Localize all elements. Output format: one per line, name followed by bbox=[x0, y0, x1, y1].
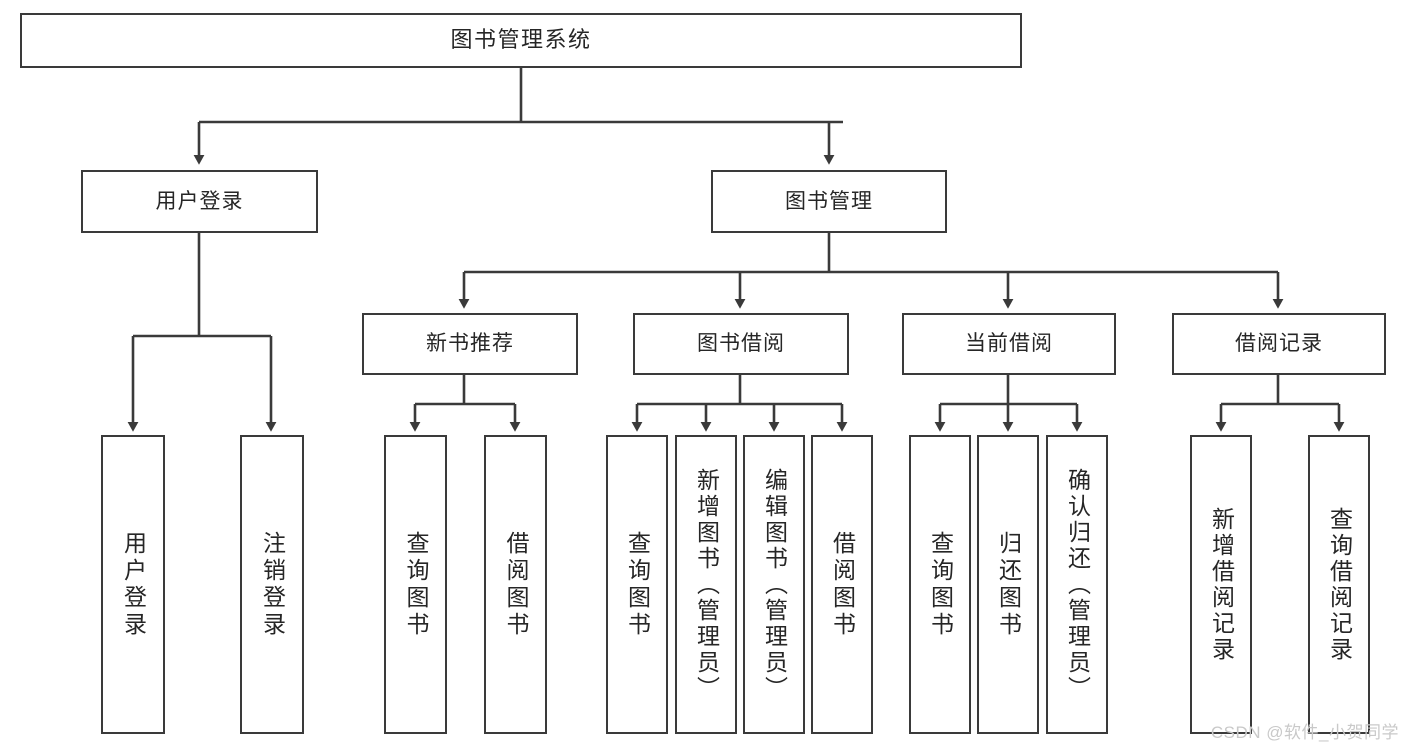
node-label: 用户登录 bbox=[155, 189, 244, 213]
node-book-manage[interactable]: 图书管理 bbox=[711, 170, 947, 233]
node-label: 图书借阅 bbox=[697, 332, 785, 356]
node-leaf-add-record[interactable]: 新增借阅记录 bbox=[1190, 435, 1252, 734]
node-label: 新增借阅记录 bbox=[1208, 506, 1235, 663]
node-new-book-recommend[interactable]: 新书推荐 bbox=[362, 313, 578, 375]
node-label: 查询图书 bbox=[927, 530, 954, 639]
node-leaf-user-logout[interactable]: 注销登录 bbox=[240, 435, 304, 734]
node-label: 归还图书 bbox=[995, 530, 1022, 639]
node-book-borrow[interactable]: 图书借阅 bbox=[633, 313, 849, 375]
node-label: 图书管理 bbox=[785, 189, 873, 213]
node-leaf-edit-book[interactable]: 编辑图书（管理员） bbox=[743, 435, 805, 734]
node-borrow-record[interactable]: 借阅记录 bbox=[1172, 313, 1386, 375]
node-label: 查询图书 bbox=[403, 530, 429, 639]
node-current-borrow[interactable]: 当前借阅 bbox=[902, 313, 1116, 375]
node-label: 新书推荐 bbox=[426, 332, 514, 356]
watermark-text: CSDN @软件_小贺同学 bbox=[1210, 723, 1399, 742]
node-label: 查询借阅记录 bbox=[1326, 506, 1353, 663]
node-leaf-return-book[interactable]: 归还图书 bbox=[977, 435, 1039, 734]
node-label: 图书管理系统 bbox=[450, 27, 592, 53]
node-label: 借阅图书 bbox=[503, 530, 529, 639]
node-label: 当前借阅 bbox=[965, 332, 1053, 356]
node-label: 确认归还（管理员） bbox=[1064, 467, 1091, 702]
node-label: 注销登录 bbox=[259, 530, 286, 639]
node-leaf-borrow-book-1[interactable]: 借阅图书 bbox=[484, 435, 547, 734]
node-root-book-management-system[interactable]: 图书管理系统 bbox=[20, 13, 1022, 68]
node-leaf-add-book[interactable]: 新增图书（管理员） bbox=[675, 435, 737, 734]
node-leaf-query-book-2[interactable]: 查询图书 bbox=[606, 435, 668, 734]
node-label: 借阅记录 bbox=[1235, 332, 1323, 356]
node-leaf-borrow-book-2[interactable]: 借阅图书 bbox=[811, 435, 873, 734]
node-label: 查询图书 bbox=[624, 530, 651, 639]
node-label: 借阅图书 bbox=[829, 530, 856, 639]
node-label: 新增图书（管理员） bbox=[693, 467, 720, 702]
node-leaf-query-book-1[interactable]: 查询图书 bbox=[384, 435, 447, 734]
node-label: 编辑图书（管理员） bbox=[761, 467, 788, 702]
node-leaf-query-book-3[interactable]: 查询图书 bbox=[909, 435, 971, 734]
node-label: 用户登录 bbox=[120, 530, 147, 639]
node-leaf-user-login[interactable]: 用户登录 bbox=[101, 435, 165, 734]
node-leaf-confirm-return[interactable]: 确认归还（管理员） bbox=[1046, 435, 1108, 734]
node-user-login[interactable]: 用户登录 bbox=[81, 170, 318, 233]
node-leaf-query-record[interactable]: 查询借阅记录 bbox=[1308, 435, 1370, 734]
